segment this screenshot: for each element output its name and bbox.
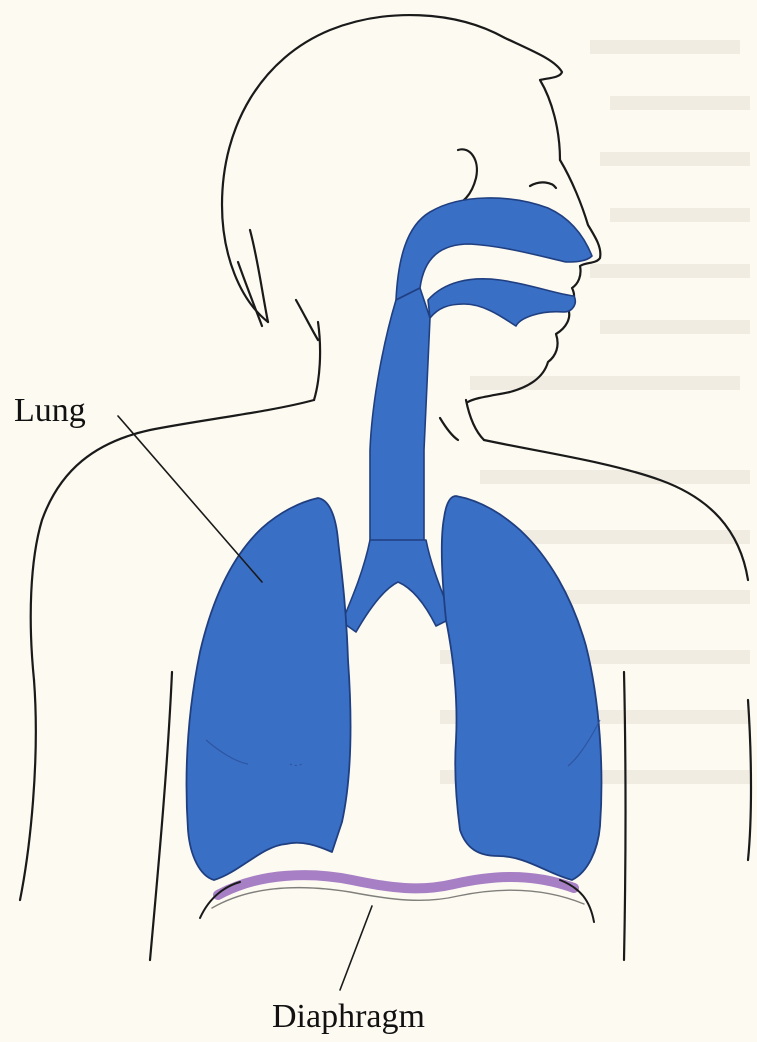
lung-leader-line [118,416,262,582]
trachea [370,288,430,560]
left-arm-line [20,680,36,900]
oral-cavity [428,279,575,326]
collar-left-tick [440,418,458,440]
ear [452,149,477,204]
hair-and-skull-line [222,15,562,322]
diaphragm-muscle [218,875,574,895]
neck-front-line [466,400,484,440]
diaphragm [200,875,594,922]
left-lung [187,498,351,880]
diaphragm-label: Diaphragm [272,1000,425,1034]
eye [530,182,556,188]
bronchi [342,540,452,632]
right-body-side-line [624,672,626,960]
hairline-strokes [238,230,318,340]
lung-label: Lung [14,394,86,428]
right-lung [442,496,602,880]
diaphragm-leader-line [340,906,372,990]
left-body-side-line [150,672,172,960]
